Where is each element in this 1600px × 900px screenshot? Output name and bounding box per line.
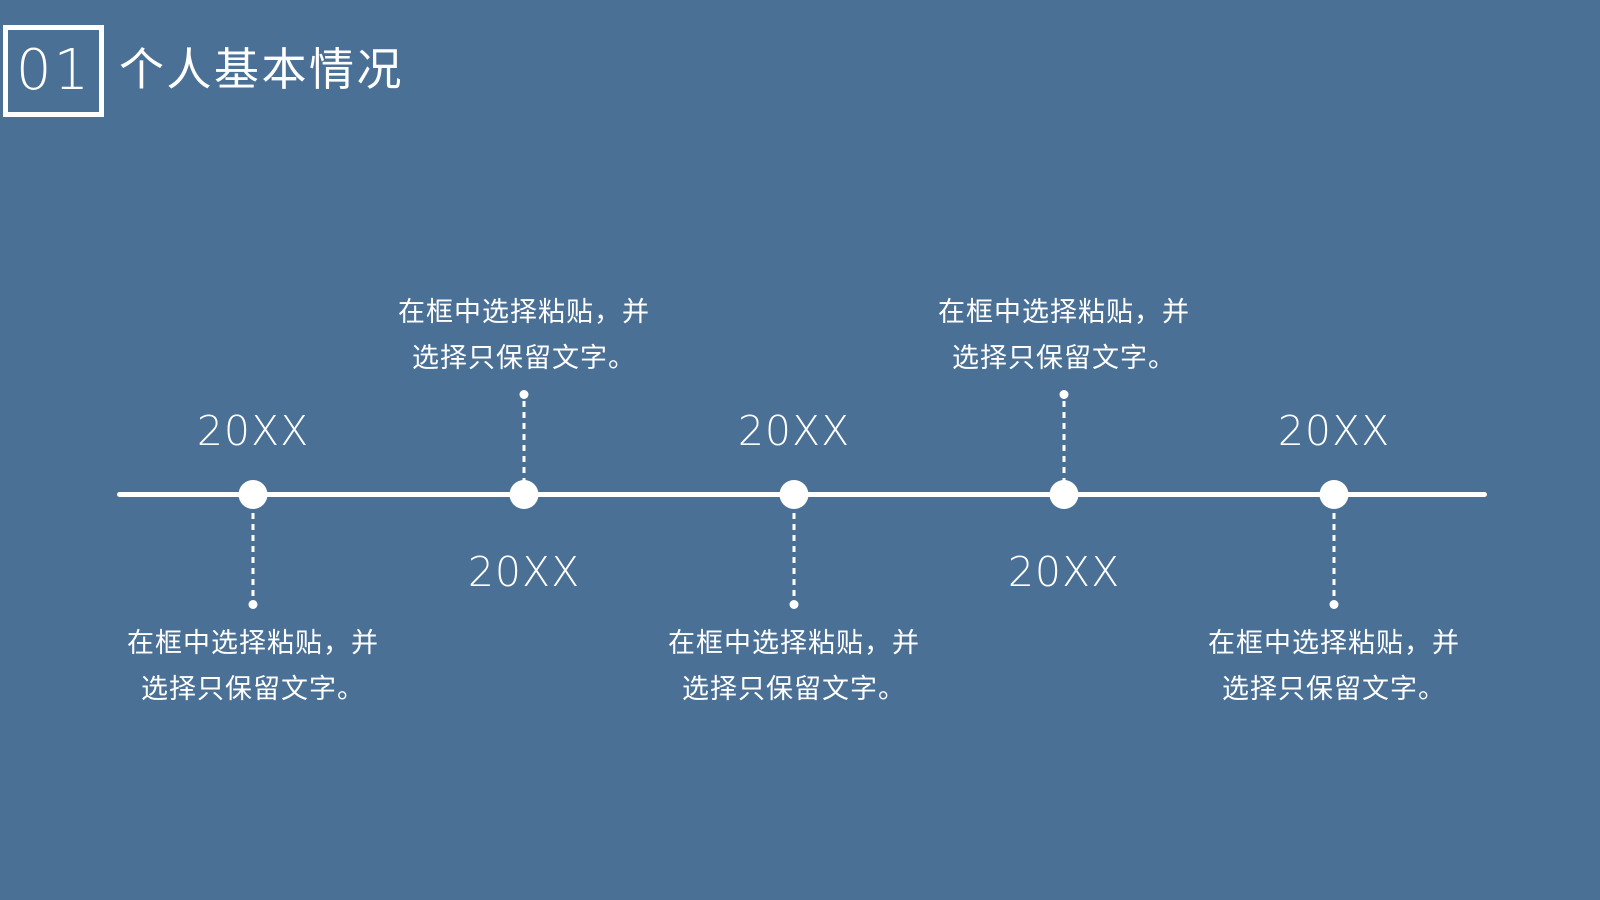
dashed-connector — [522, 401, 526, 481]
node-description: 在框中选择粘贴，并 选择只保留文字。 — [127, 621, 379, 713]
node-description: 在框中选择粘贴，并 选择只保留文字。 — [398, 290, 650, 382]
slide-title: 个人基本情况 — [119, 43, 405, 96]
node-description-line: 选择只保留文字。 — [952, 343, 1176, 374]
connector-end-dot — [1329, 600, 1339, 609]
connector-end-dot — [248, 600, 258, 609]
section-number-box: 01 — [3, 25, 104, 117]
timeline-year-label: 20XX — [1007, 548, 1121, 596]
dashed-connector — [251, 513, 255, 598]
node-description: 在框中选择粘贴，并 选择只保留文字。 — [668, 621, 920, 713]
timeline-node-dot — [509, 480, 539, 509]
dashed-connector — [1062, 401, 1066, 481]
connector-end-dot — [789, 600, 799, 609]
timeline-node-dot — [238, 480, 268, 509]
node-description-line: 选择只保留文字。 — [412, 343, 636, 374]
node-description-line: 在框中选择粘贴，并 — [1208, 628, 1460, 659]
node-description-line: 在框中选择粘贴，并 — [127, 628, 379, 659]
node-description-line: 选择只保留文字。 — [1222, 674, 1446, 705]
timeline-year-label: 20XX — [467, 548, 581, 596]
node-description-line: 在框中选择粘贴，并 — [668, 628, 920, 659]
node-description-line: 在框中选择粘贴，并 — [938, 297, 1190, 328]
node-description: 在框中选择粘贴，并 选择只保留文字。 — [938, 290, 1190, 382]
timeline-node-dot — [1049, 480, 1079, 509]
timeline-node-dot — [1319, 480, 1349, 509]
node-description: 在框中选择粘贴，并 选择只保留文字。 — [1208, 621, 1460, 713]
node-description-line: 选择只保留文字。 — [141, 674, 365, 705]
section-number: 01 — [15, 38, 92, 103]
node-description-line: 选择只保留文字。 — [682, 674, 906, 705]
dashed-connector — [1332, 513, 1336, 598]
connector-end-dot — [519, 390, 529, 399]
connector-end-dot — [1059, 390, 1069, 399]
timeline-year-label: 20XX — [737, 407, 851, 455]
timeline-year-label: 20XX — [1277, 407, 1391, 455]
dashed-connector — [792, 513, 796, 598]
timeline-year-label: 20XX — [196, 407, 310, 455]
timeline-node-dot — [779, 480, 809, 509]
node-description-line: 在框中选择粘贴，并 — [398, 297, 650, 328]
